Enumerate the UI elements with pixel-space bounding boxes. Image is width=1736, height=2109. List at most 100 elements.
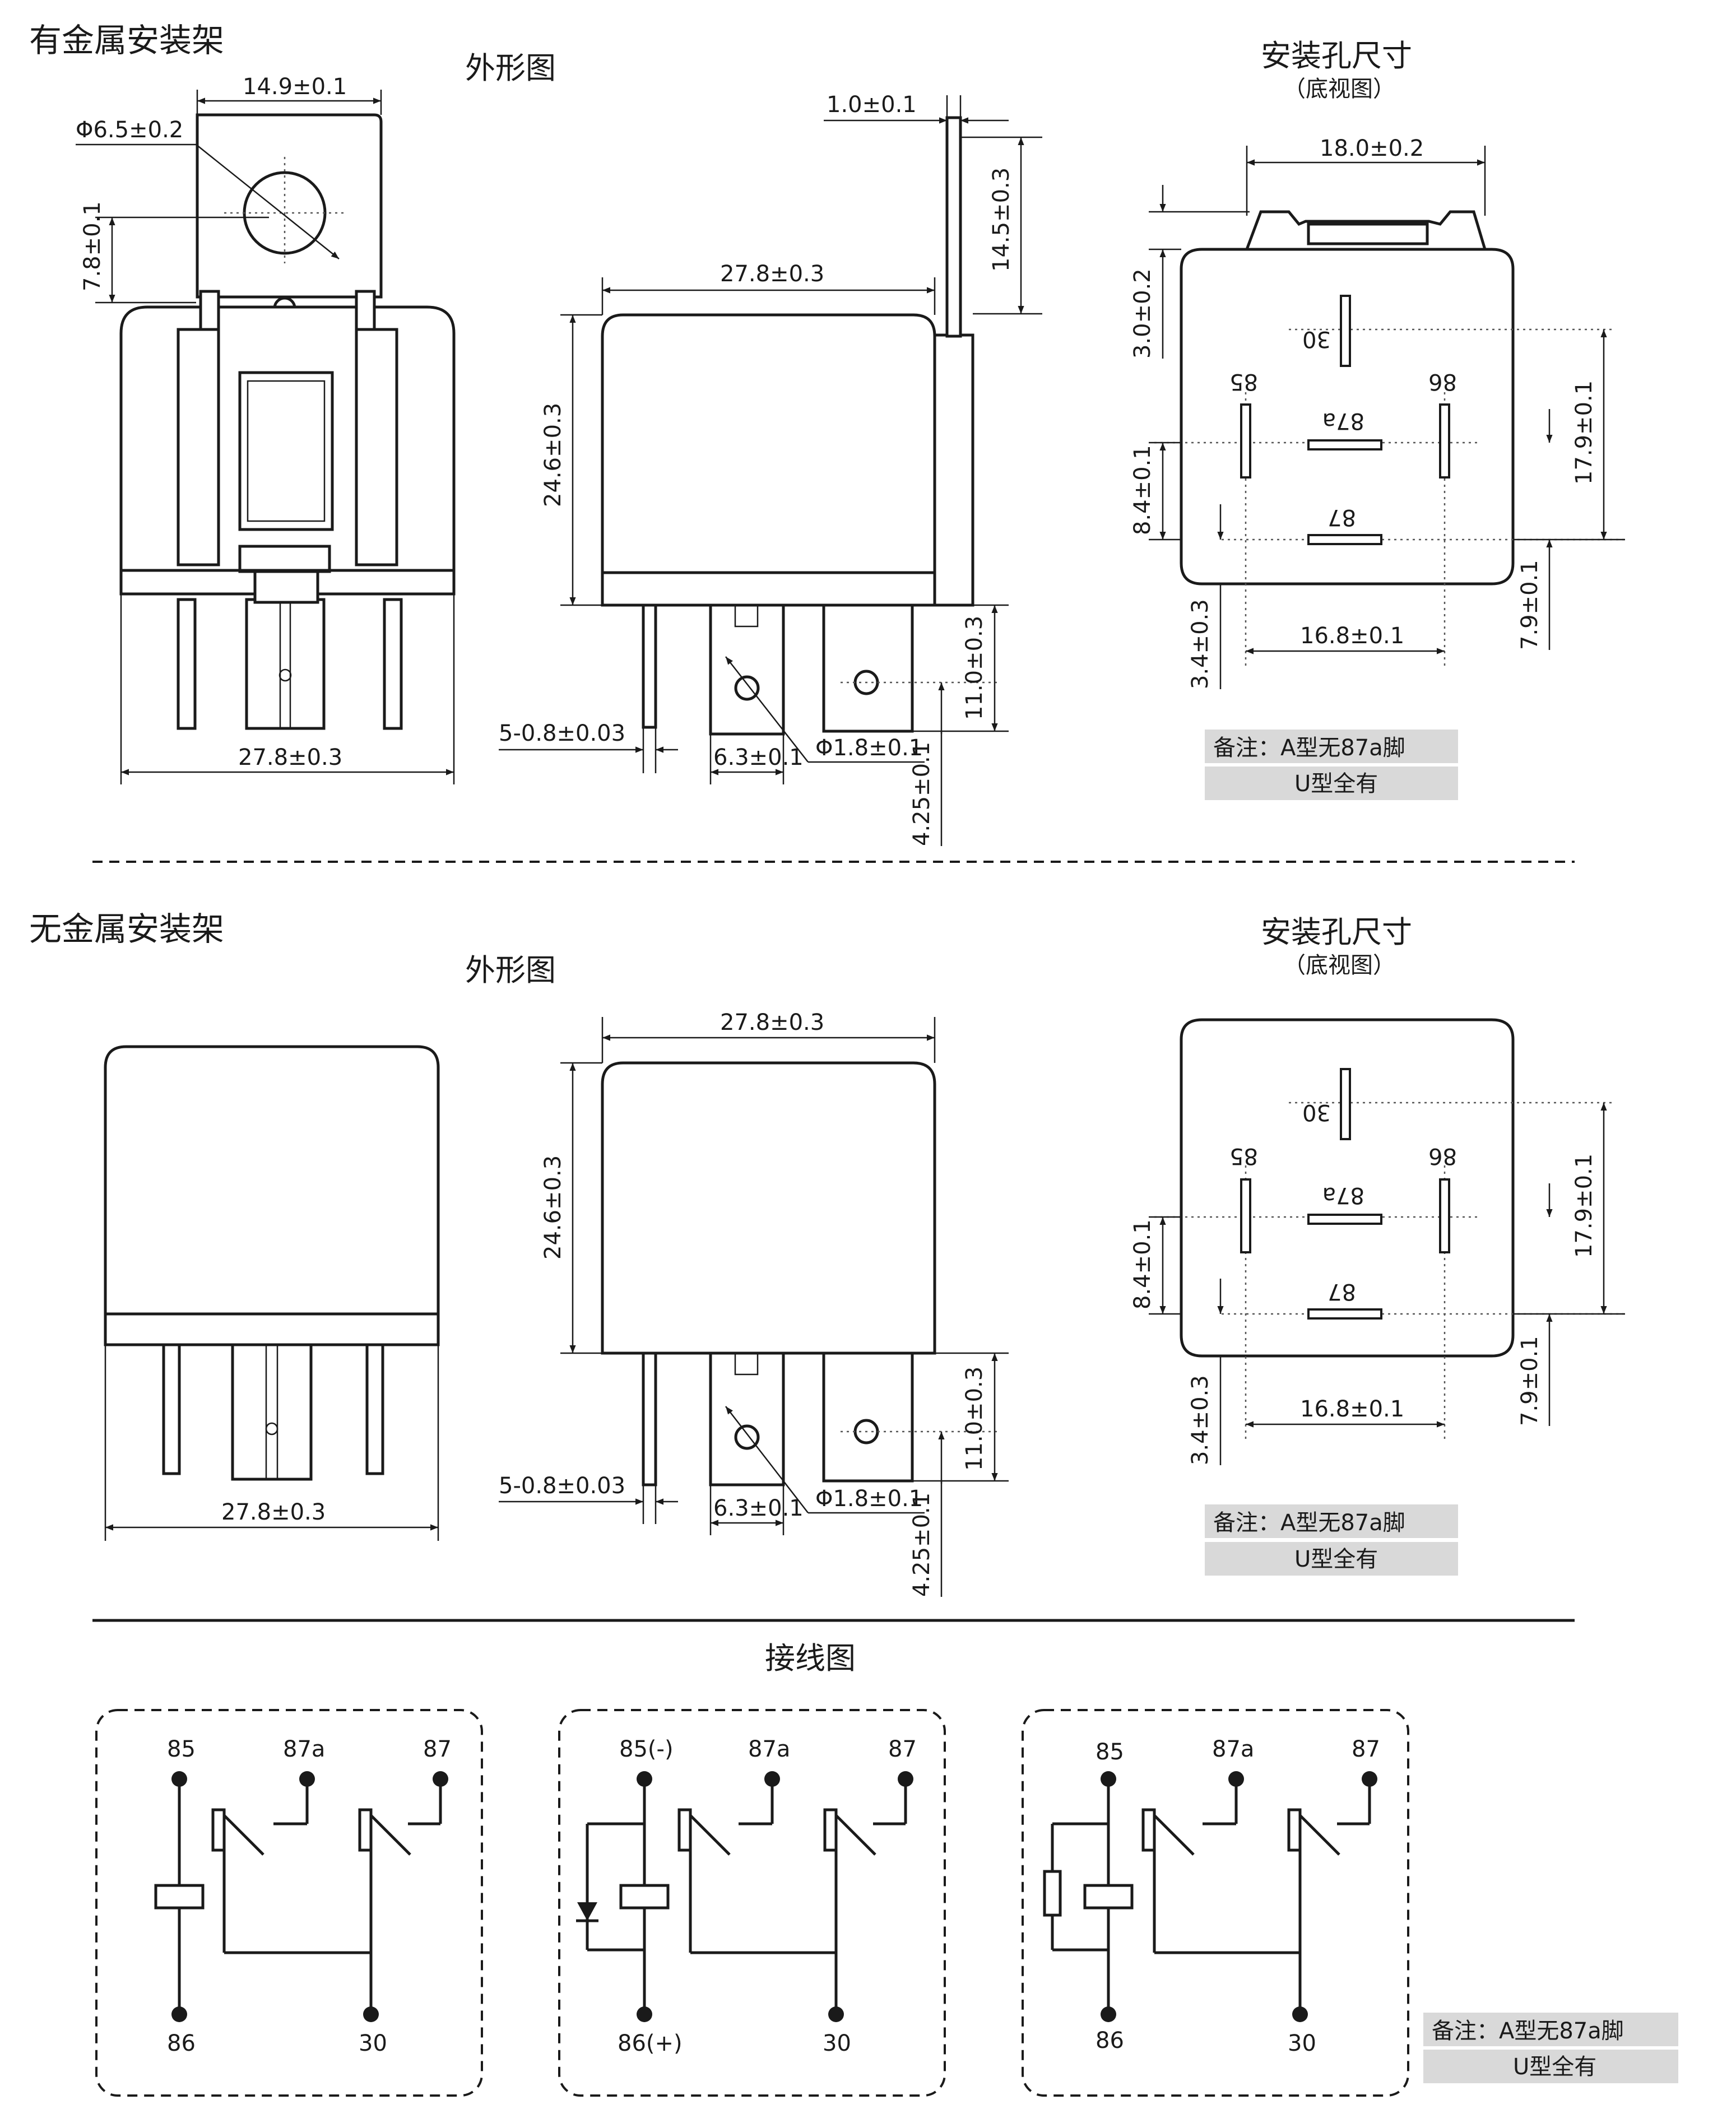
bracket-side [933, 333, 974, 607]
dim-pin-thickness: 5-0.8±0.03 [499, 1473, 625, 1499]
slot-86 [1439, 1178, 1450, 1253]
dim-hole-spacing-h: 16.8±0.1 [1300, 1396, 1404, 1422]
side-rib-left [177, 328, 220, 566]
label-87: 87 [888, 1736, 917, 1762]
hole-title: 安装孔尺寸 [1261, 38, 1412, 73]
slot-87 [1307, 1308, 1382, 1320]
dim-bracket-hole-pos: 7.8±0.1 [80, 201, 105, 291]
pin-label-87: 87 [1327, 1279, 1356, 1304]
relay-side-body [601, 1061, 936, 1355]
pin-label-87a: 87a [1322, 1182, 1364, 1208]
label-87a: 87a [748, 1736, 790, 1762]
label-87: 87 [1352, 1736, 1380, 1762]
dim-height: 24.6±0.3 [540, 403, 566, 507]
dim-hole-spacing-v: 17.9±0.1 [1571, 1154, 1597, 1258]
dim-width-front: 27.8±0.3 [221, 1499, 326, 1525]
pin-center [231, 1343, 313, 1481]
pin-label-86: 86 [1428, 369, 1457, 394]
label-86: 86 [167, 2031, 196, 2056]
wiring-diagram-2: 85(-) 87a 87 86(+) 30 [558, 1709, 946, 2097]
pin-center [245, 598, 326, 730]
label-86-pos: 86(+) [618, 2031, 683, 2056]
wiring-diagram-3: 85 87a 87 86 30 [1022, 1709, 1409, 2097]
dim-hole-width: 18.0±0.2 [1320, 136, 1424, 161]
dim-hole-top: 3.0±0.2 [1130, 268, 1155, 359]
dim-pin-hole-pos: 4.25±0.1 [909, 742, 935, 846]
side-rib-right [355, 328, 398, 566]
wiring-title: 接线图 [765, 1641, 856, 1676]
note-line-1: 备注：A型无87a脚 [1213, 1510, 1405, 1536]
dim-hole-edge: 3.4±0.3 [1187, 1375, 1213, 1465]
diode [577, 1902, 597, 1921]
side-pin-wide [709, 1351, 785, 1486]
note-line-1: 备注：A型无87a脚 [1213, 735, 1405, 761]
pin-85 [177, 598, 197, 730]
note-line-1: 备注：A型无87a脚 [1432, 2018, 1624, 2044]
label-86: 86 [1096, 2028, 1124, 2054]
section-title: 有金属安装架 [29, 21, 224, 59]
front-view-bracket: 14.9±0.1 Φ6.5±0.2 7.8±0.1 27.8±0.3 [76, 74, 456, 784]
dim-hole-spacing-v: 17.9±0.1 [1571, 380, 1597, 485]
dim-hole-bottom: 7.9±0.1 [1517, 560, 1543, 650]
dim-hole-spacing-h: 16.8±0.1 [1300, 623, 1404, 649]
dim-pin-hole-pos: 4.25±0.1 [909, 1493, 935, 1597]
side-view-bracket: 27.8±0.3 24.6±0.3 1.0±0.1 14.5±0.3 5-0.8… [499, 92, 1042, 846]
dim-bracket-hole: Φ6.5±0.2 [76, 117, 183, 143]
pin-label-87a: 87a [1322, 408, 1364, 434]
metal-bracket [196, 113, 383, 299]
front-view-plain: 27.8±0.3 [104, 1045, 440, 1541]
pin-86 [365, 1343, 384, 1475]
note-top: 备注：A型无87a脚 U型全有 [1205, 730, 1458, 800]
section-without-bracket: 无金属安装架 外形图 安装孔尺寸 （底视图） 27.8±0.3 [29, 910, 1625, 1597]
label-85-neg: 85(-) [619, 1736, 674, 1762]
relay-body [104, 1045, 440, 1346]
outline-title: 外形图 [465, 50, 556, 86]
hole-layout-bracket: 30 85 86 87a 87 18.0±0.2 3.0±0.2 8.4±0.1… [1130, 136, 1625, 689]
dim-hole-87-87a: 8.4±0.1 [1130, 1219, 1155, 1309]
wiring-diagram-1: 85 87a 87 86 30 [95, 1709, 483, 2097]
hole-subtitle: （底视图） [1283, 953, 1395, 978]
pin-label-30: 30 [1302, 1099, 1331, 1125]
label-30: 30 [823, 2031, 851, 2056]
section-wiring: 接线图 85 87a 87 86 30 [95, 1641, 1678, 2097]
note-line-2: U型全有 [1513, 2054, 1596, 2080]
slot-85 [1240, 403, 1251, 479]
dim-hole-bottom: 7.9±0.1 [1517, 1336, 1543, 1426]
dim-pin-width: 6.3±0.1 [713, 1495, 804, 1521]
hole-title: 安装孔尺寸 [1261, 914, 1412, 950]
side-pin-thin [642, 1351, 657, 1486]
slot-87a [1307, 439, 1382, 450]
dim-pin-hole: Φ1.8±0.1 [815, 1486, 923, 1512]
side-pin-thin [642, 603, 657, 729]
hole-layout-plain: 30 85 86 87a 87 8.4±0.1 3.4±0.3 16.8±0.1… [1130, 1018, 1625, 1465]
dim-bracket-thickness: 1.0±0.1 [827, 92, 917, 118]
slot-30 [1340, 295, 1351, 367]
pin-label-85: 85 [1229, 369, 1258, 394]
dim-hole-edge: 3.4±0.3 [1187, 599, 1213, 689]
dim-pin-length: 11.0±0.3 [962, 1367, 987, 1471]
bottom-body [1180, 248, 1515, 586]
dim-pin-thickness: 5-0.8±0.03 [499, 721, 625, 746]
pin-label-87: 87 [1327, 504, 1356, 530]
label-85: 85 [167, 1736, 196, 1762]
dim-hole-87-87a: 8.4±0.1 [1130, 445, 1155, 535]
bottom-body [1180, 1018, 1515, 1358]
pin-label-86: 86 [1428, 1143, 1457, 1169]
slot-87a [1307, 1214, 1382, 1225]
window-outer [238, 371, 334, 531]
note-bottom: 备注：A型无87a脚 U型全有 [1423, 2013, 1678, 2083]
slot-87 [1307, 534, 1382, 545]
pin-label-30: 30 [1302, 326, 1331, 352]
resistor [1043, 1870, 1062, 1917]
dim-width-side: 27.8±0.3 [720, 1010, 824, 1035]
coil [1083, 1884, 1134, 1910]
dim-pin-width: 6.3±0.1 [713, 745, 804, 770]
slot-86 [1439, 403, 1450, 479]
pin-label-85: 85 [1229, 1143, 1258, 1169]
note-middle: 备注：A型无87a脚 U型全有 [1205, 1504, 1458, 1576]
dim-height: 24.6±0.3 [540, 1155, 566, 1260]
side-view-plain: 27.8±0.3 24.6±0.3 5-0.8±0.03 6.3±0.1 Φ1.… [499, 1010, 1009, 1597]
slot-85 [1240, 1178, 1251, 1253]
dim-bracket-width: 14.9±0.1 [243, 74, 347, 100]
label-87a: 87a [283, 1736, 325, 1762]
